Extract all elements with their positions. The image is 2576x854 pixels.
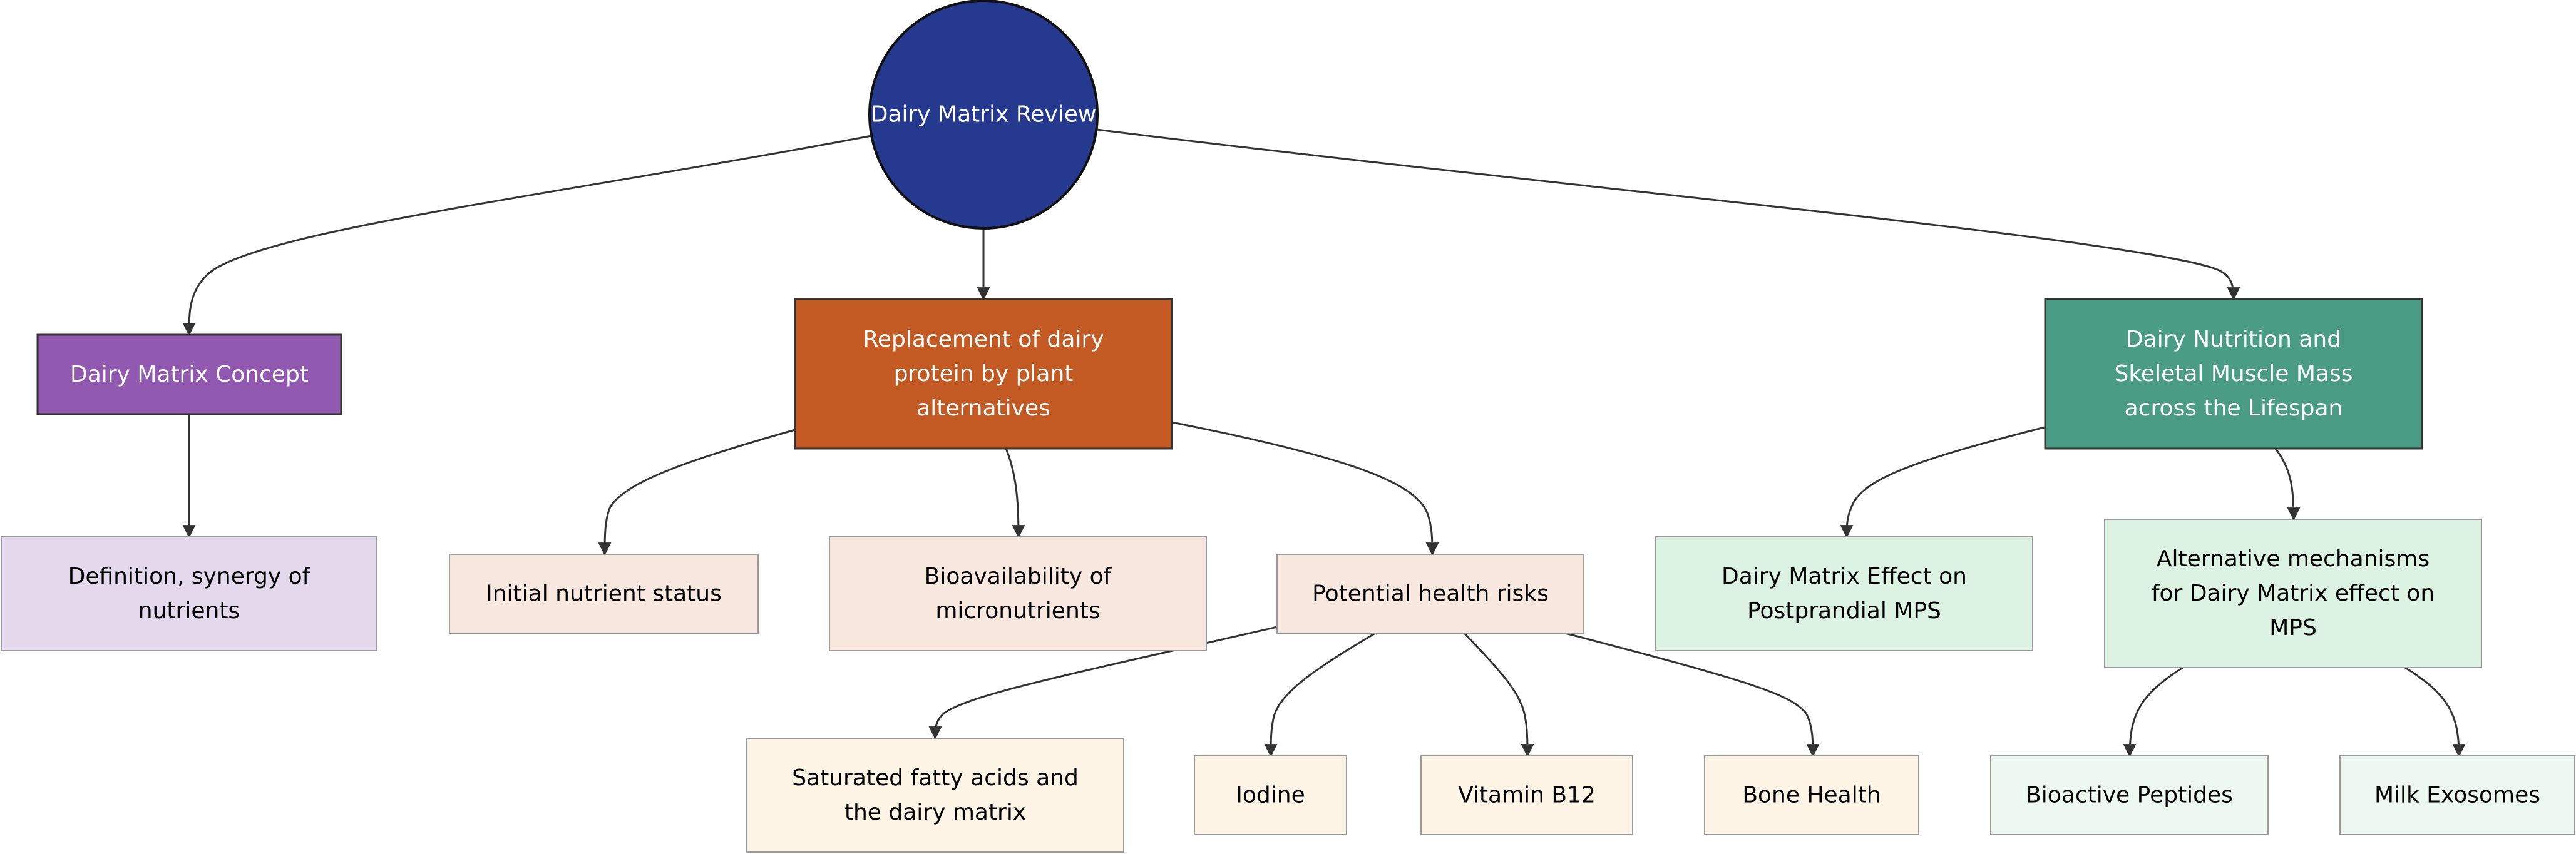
node-concept-label-line: Dairy Matrix Concept <box>70 362 309 387</box>
node-initial-label-line: Initial nutrient status <box>486 581 722 607</box>
edge-risks-iodine <box>1264 632 1376 758</box>
edge-muscle-postprandial <box>1840 425 2048 539</box>
edge-alternative-peptides <box>2123 666 2183 758</box>
edge-risks-bone <box>1564 632 1820 758</box>
node-bioavail-label-line: Bioavailability of <box>925 564 1112 589</box>
node-iodine-label-line: Iodine <box>1236 783 1305 808</box>
node-alternative-label-line: MPS <box>2269 615 2317 641</box>
node-bioavail-box <box>829 536 1207 651</box>
node-muscle-label-line: Skeletal Muscle Mass <box>2115 361 2353 387</box>
edge-replacement-initial <box>598 429 796 556</box>
node-bioavail: Bioavailability of micronutrients <box>829 536 1207 651</box>
node-sfa-label-line: the dairy matrix <box>844 800 1026 825</box>
node-muscle-box <box>2044 298 2423 450</box>
node-alternative-label-line: for Dairy Matrix effect on <box>2152 581 2435 606</box>
edge-muscle-alternative <box>2274 448 2301 521</box>
node-exosomes: Milk Exosomes <box>2339 755 2575 835</box>
node-postprandial-label-line: Dairy Matrix Effect on <box>1722 564 1967 589</box>
node-concept-box <box>36 333 342 415</box>
node-postprandial-label-line: Postprandial MPS <box>1747 598 1941 624</box>
node-replacement: Replacement of dairy protein by plant alte… <box>794 298 1173 450</box>
node-b12: Vitamin B12 <box>1420 755 1633 835</box>
node-definition-box <box>1 536 377 651</box>
node-postprandial-box <box>1655 536 2033 651</box>
node-bone: Bone Health <box>1704 755 1919 835</box>
node-replacement-box <box>794 298 1173 450</box>
node-sfa-label-line: Saturated fatty acids and <box>792 765 1079 791</box>
root-circle <box>868 0 1099 230</box>
node-risks-label-line: Potential health risks <box>1312 581 1549 607</box>
node-sfa: Saturated fatty acids and the dairy matri… <box>746 738 1124 853</box>
node-b12-label-line: Vitamin B12 <box>1458 783 1596 808</box>
node-exosomes-label-line: Milk Exosomes <box>2374 783 2540 808</box>
node-peptides-label-line: Bioactive Peptides <box>2026 783 2233 808</box>
node-definition-label-line: Definition, synergy of <box>68 564 311 589</box>
node-bone-box <box>1704 755 1919 835</box>
node-muscle-label-line: across the Lifespan <box>2125 395 2343 421</box>
edge-root-concept <box>182 135 872 337</box>
node-bioavail-label-line: micronutrients <box>935 598 1100 624</box>
node-risks: Potential health risks <box>1276 554 1584 634</box>
node-iodine-box <box>1194 755 1347 835</box>
node-bone-label-line: Bone Health <box>1742 783 1881 808</box>
root-label: Dairy Matrix Review <box>871 102 1097 128</box>
node-replacement-label-line: protein by plant <box>894 361 1074 387</box>
node-alternative: Alternative mechanisms for Dairy Matrix e… <box>2104 519 2482 668</box>
node-b12-box <box>1420 755 1633 835</box>
node-initial-box <box>449 554 759 634</box>
node-alternative-label-line: Alternative mechanisms <box>2157 546 2430 572</box>
edge-risks-b12 <box>1463 632 1534 758</box>
node-exosomes-box <box>2339 755 2575 835</box>
node-risks-box <box>1276 554 1584 634</box>
edge-alternative-exosomes <box>2404 666 2466 758</box>
node-definition: Definition, synergy of nutrients <box>1 536 377 651</box>
root-node: Dairy Matrix Review <box>868 0 1099 230</box>
node-definition-label-line: nutrients <box>138 598 240 624</box>
node-initial: Initial nutrient status <box>449 554 759 634</box>
edge-replacement-risks <box>1171 421 1439 556</box>
node-alternative-box <box>2104 519 2482 668</box>
node-postprandial: Dairy Matrix Effect on Postprandial MPS <box>1655 536 2033 651</box>
edge-risks-sfa <box>928 626 1278 740</box>
node-concept: Dairy Matrix Concept <box>36 333 342 415</box>
node-sfa-box <box>746 738 1124 853</box>
node-replacement-label-line: Replacement of dairy <box>863 327 1104 352</box>
node-peptides: Bioactive Peptides <box>1990 755 2269 835</box>
edge-root-muscle <box>1096 128 2240 301</box>
node-iodine: Iodine <box>1194 755 1347 835</box>
node-peptides-box <box>1990 755 2269 835</box>
edge-replacement-bioavail <box>1005 448 1025 539</box>
node-replacement-label-line: alternatives <box>916 395 1050 421</box>
node-muscle-label-line: Dairy Nutrition and <box>2126 327 2341 352</box>
